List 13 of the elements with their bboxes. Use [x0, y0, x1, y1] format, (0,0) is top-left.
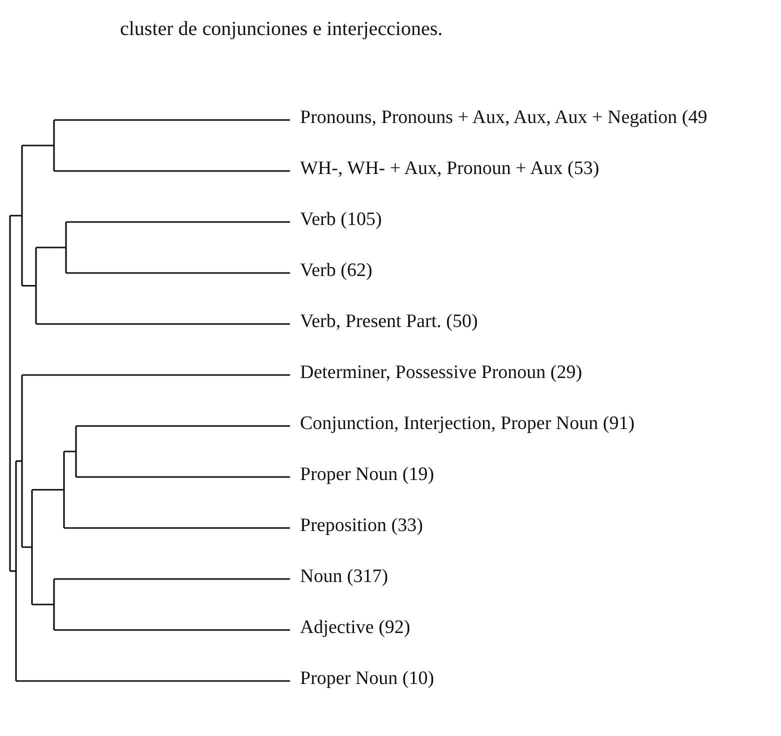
cluster-label: WH-, WH- + Aux, Pronoun + Aux (53) — [300, 158, 600, 180]
cluster-label: Verb, Present Part. (50) — [300, 311, 478, 333]
cluster-label: Verb (105) — [300, 209, 382, 231]
cluster-label: Pronouns, Pronouns + Aux, Aux, Aux + Negation (49 — [300, 107, 708, 129]
cluster-label: Noun (317) — [300, 566, 388, 588]
cluster-label: Proper Noun (19) — [300, 464, 434, 486]
cluster-label: Conjunction, Interjection, Proper Noun (91) — [300, 413, 635, 435]
cluster-label: Verb (62) — [300, 260, 372, 282]
cluster-label: Proper Noun (10) — [300, 668, 434, 690]
text-fragment: cluster de conjunciones e interjecciones. — [120, 18, 443, 40]
cluster-label: Adjective (92) — [300, 617, 410, 639]
cluster-label: Determiner, Possessive Pronoun (29) — [300, 362, 582, 384]
cluster-label: Preposition (33) — [300, 515, 423, 537]
